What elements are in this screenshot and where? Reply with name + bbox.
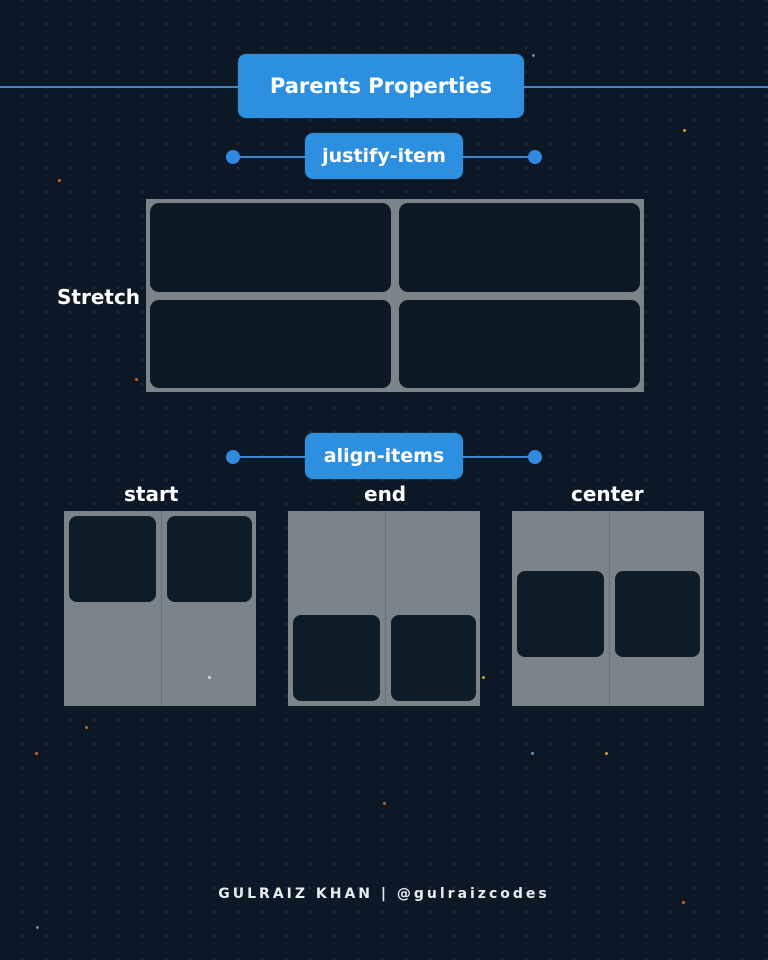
sparkle-dot: [36, 926, 39, 929]
align-center-grid: [512, 511, 704, 706]
sparkle-dot: [58, 179, 61, 182]
align-items-heading-text: align-items: [323, 445, 445, 467]
grid-column: [64, 511, 160, 706]
stretch-grid-item: [150, 203, 391, 292]
sparkle-dot: [85, 726, 88, 729]
align-end-label: end: [364, 482, 407, 506]
sparkle-dot: [135, 378, 138, 381]
align-end-item: [390, 615, 476, 701]
grid-column: [288, 511, 384, 706]
grid-column: [384, 511, 481, 706]
page-title: Parents Properties: [238, 54, 524, 118]
grid-column: [512, 511, 608, 706]
stretch-grid-item: [150, 299, 391, 388]
align-center-item: [517, 571, 604, 657]
align-start-grid: [64, 511, 256, 706]
align-end-item: [293, 615, 380, 701]
align-start-item: [166, 516, 252, 602]
align-end-grid: [288, 511, 480, 706]
sparkle-dot: [605, 752, 608, 755]
align-center-item: [614, 571, 700, 657]
justify-connector-left-dot: [226, 150, 240, 164]
justify-item-heading: justify-item: [305, 133, 463, 179]
align-connector-left-dot: [226, 450, 240, 464]
sparkle-dot: [682, 901, 685, 904]
grid-column: [608, 511, 705, 706]
sparkle-dot: [683, 129, 686, 132]
sparkle-dot: [383, 802, 386, 805]
justify-item-heading-text: justify-item: [322, 145, 446, 167]
sparkle-dot: [482, 676, 485, 679]
stretch-grid: [146, 199, 644, 392]
header-rule-right: [522, 86, 768, 88]
align-start-item: [69, 516, 156, 602]
sparkle-dot: [208, 676, 211, 679]
align-start-label: start: [124, 482, 179, 506]
align-items-heading: align-items: [305, 433, 463, 479]
stretch-grid-item: [399, 299, 640, 388]
sparkle-dot: [532, 54, 535, 57]
sparkle-dot: [35, 752, 38, 755]
grid-column: [160, 511, 257, 706]
align-center-label: center: [571, 482, 644, 506]
stretch-label: Stretch: [57, 285, 141, 309]
header-rule-left: [0, 86, 240, 88]
justify-connector-right-dot: [528, 150, 542, 164]
page-title-text: Parents Properties: [269, 74, 493, 98]
footer-credit: GULRAIZ KHAN | @gulraizcodes: [218, 886, 550, 902]
align-connector-right-dot: [528, 450, 542, 464]
stretch-grid-item: [399, 203, 640, 292]
sparkle-dot: [531, 752, 534, 755]
